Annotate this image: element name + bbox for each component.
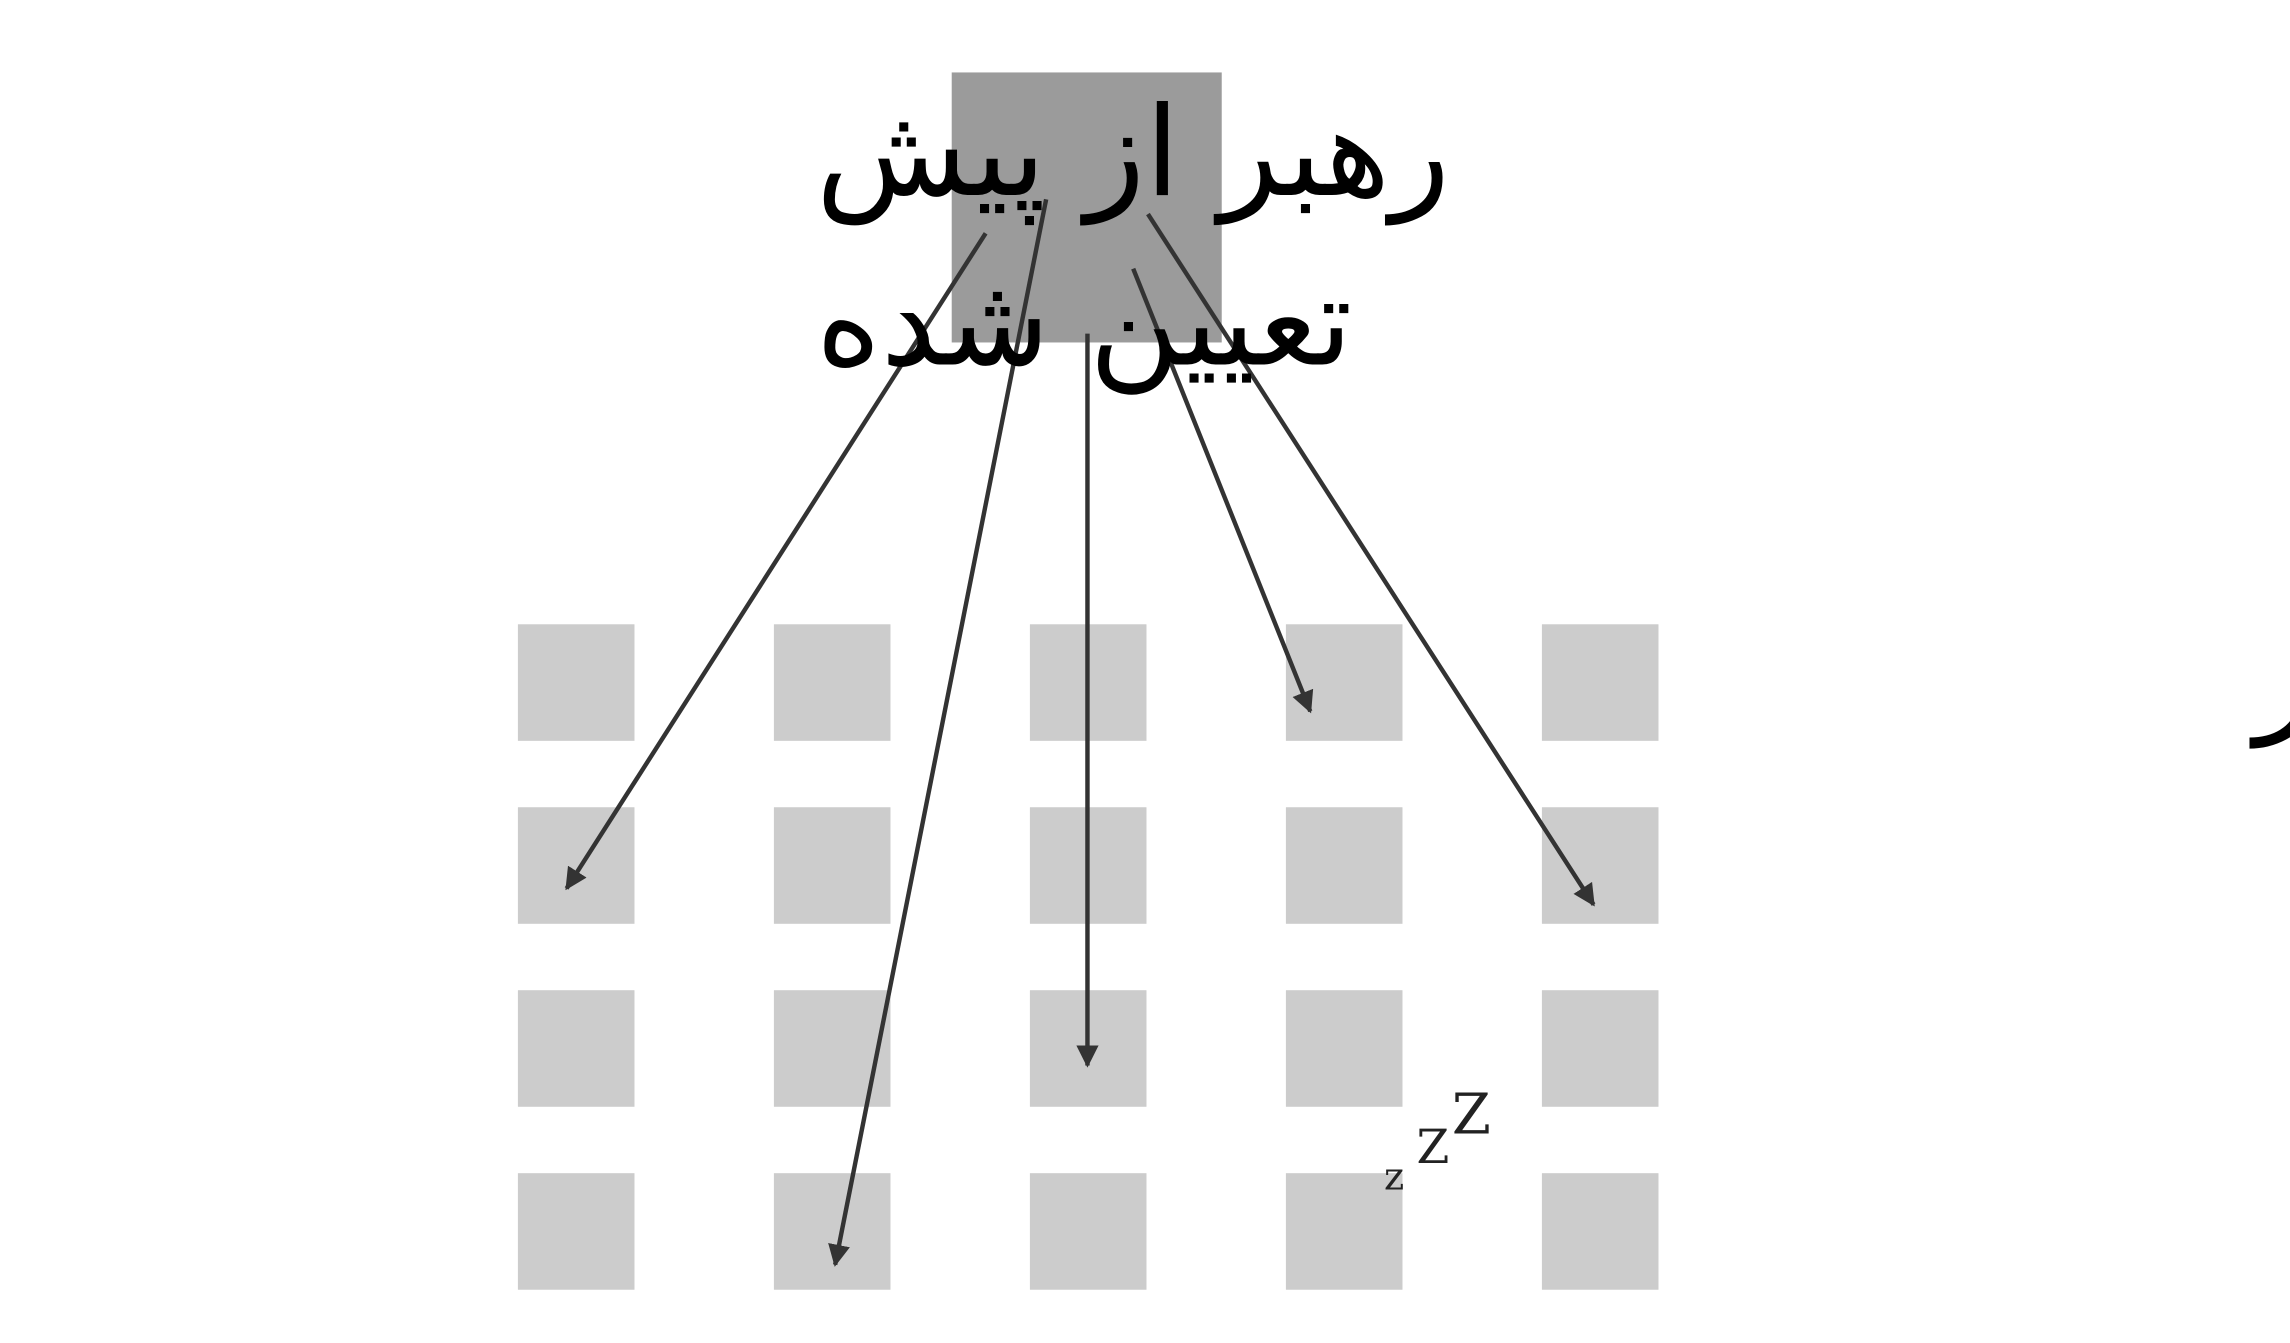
arrow xyxy=(564,232,988,891)
arrows xyxy=(564,198,1596,1267)
sleep-z-small: z xyxy=(1384,1154,1404,1199)
spectator-node xyxy=(1285,624,1403,741)
leader-node xyxy=(951,72,1222,343)
spectator-node xyxy=(517,624,635,741)
leader-label-line2: تعیین شده xyxy=(816,251,1353,396)
sleep-z-medium: Z xyxy=(1416,1120,1449,1175)
spectator-node xyxy=(1285,990,1403,1107)
spectator-node xyxy=(517,990,635,1107)
arrow xyxy=(828,198,1049,1267)
spectator-node xyxy=(773,624,891,741)
spectator-node xyxy=(1029,1173,1147,1290)
spectator-node xyxy=(1285,1173,1403,1290)
spectator-node xyxy=(1541,624,1659,741)
arrow xyxy=(1146,212,1596,907)
spectator-node xyxy=(517,807,635,924)
spectator-node xyxy=(773,807,891,924)
spectator-node xyxy=(1541,1173,1659,1290)
spectator-node xyxy=(1541,807,1659,924)
spectator-node xyxy=(1285,807,1403,924)
sleep-z-large: Z xyxy=(1452,1082,1491,1147)
spectator-node xyxy=(773,990,891,1107)
arrow xyxy=(1131,267,1314,714)
sleep-icon: z Z Z xyxy=(1384,1082,1491,1199)
spectator-node xyxy=(1541,990,1659,1107)
spectator-node xyxy=(517,1173,635,1290)
leader-label-line1: رهبر از پیش xyxy=(816,81,1450,226)
spectators-label: تماشاگر xyxy=(2249,605,2290,750)
spectator-node xyxy=(773,1173,891,1290)
